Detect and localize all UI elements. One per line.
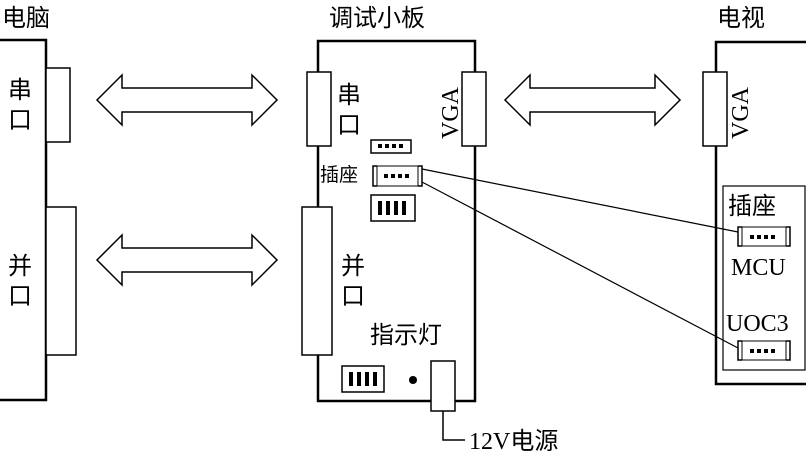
tv-uoc-label: UOC3 [726,311,789,337]
board-header-top-pins [378,144,403,148]
board-header-top [370,139,412,154]
computer-parallel-connector [45,206,77,356]
debug-board: 调试小板 串 口 串口 VGA 插座 并 口 并口 [301,5,558,455]
computer-parallel-label-1: 并 [8,253,32,280]
computer-serial-connector [45,67,71,143]
board-header-indicator [341,365,385,393]
tv-mcu-label: MCU [731,255,786,281]
parallel-link-arrow [95,233,279,287]
arrows [95,73,682,287]
tv-vga-label: VGA [728,86,754,139]
tv-uoc-socket-bracket [737,340,791,361]
board-socket-label: 插座 [320,164,358,186]
computer: 电脑 串 口 并 口 串口 并口 [0,5,77,402]
computer-serial-label-1: 串 [8,77,32,104]
computer-title: 电脑 [2,5,50,32]
board-parallel-label-2: 口 [341,284,365,310]
board-serial-label-2: 口 [337,113,361,139]
tv-uoc-socket [741,340,787,361]
tv-board-panel [722,185,806,371]
board-header-bottom-pins [378,201,406,215]
board-header-indicator-pins [349,372,377,386]
power-label: 12V电源 [469,428,558,455]
tv-mcu-socket-bracket [737,226,791,247]
tv-box [714,40,806,386]
tv-vga-connector [702,71,728,147]
indicator-label: 指示灯 [370,322,442,349]
tv-mcu-socket-pins [750,235,775,239]
computer-serial-label-2: 口 [8,108,32,134]
board-vga-connector [461,71,487,147]
serial-link-arrow [95,73,279,127]
power-jack [430,360,456,412]
board-socket [376,165,419,187]
board-parallel-connector [301,206,333,356]
board-socket-pins [384,174,409,178]
debug-board-title: 调试小板 [329,5,425,32]
cable-to-mcu [421,168,739,233]
tv-uoc-socket-pins [750,349,775,353]
tv-title: 电视 [717,5,765,32]
board-header-bottom [370,194,416,222]
computer-parallel-label-2: 口 [8,284,32,310]
board-serial-connector [306,71,332,147]
power-leader-line [442,411,465,441]
board-serial-label-1: 串 [337,82,361,109]
tv: 电视 VGA 插座 MCU UOC3 [702,5,806,386]
board-vga-label: VGA [438,86,464,139]
vga-link-arrow [503,73,682,127]
tv-mcu-socket [741,226,787,247]
board-socket-bracket [372,165,423,187]
board-parallel-label-1: 并 [341,253,365,280]
cable-to-uoc3 [421,181,739,349]
indicator-led [409,376,417,384]
tv-socket-label: 插座 [728,193,776,220]
socket-cables [421,168,739,349]
